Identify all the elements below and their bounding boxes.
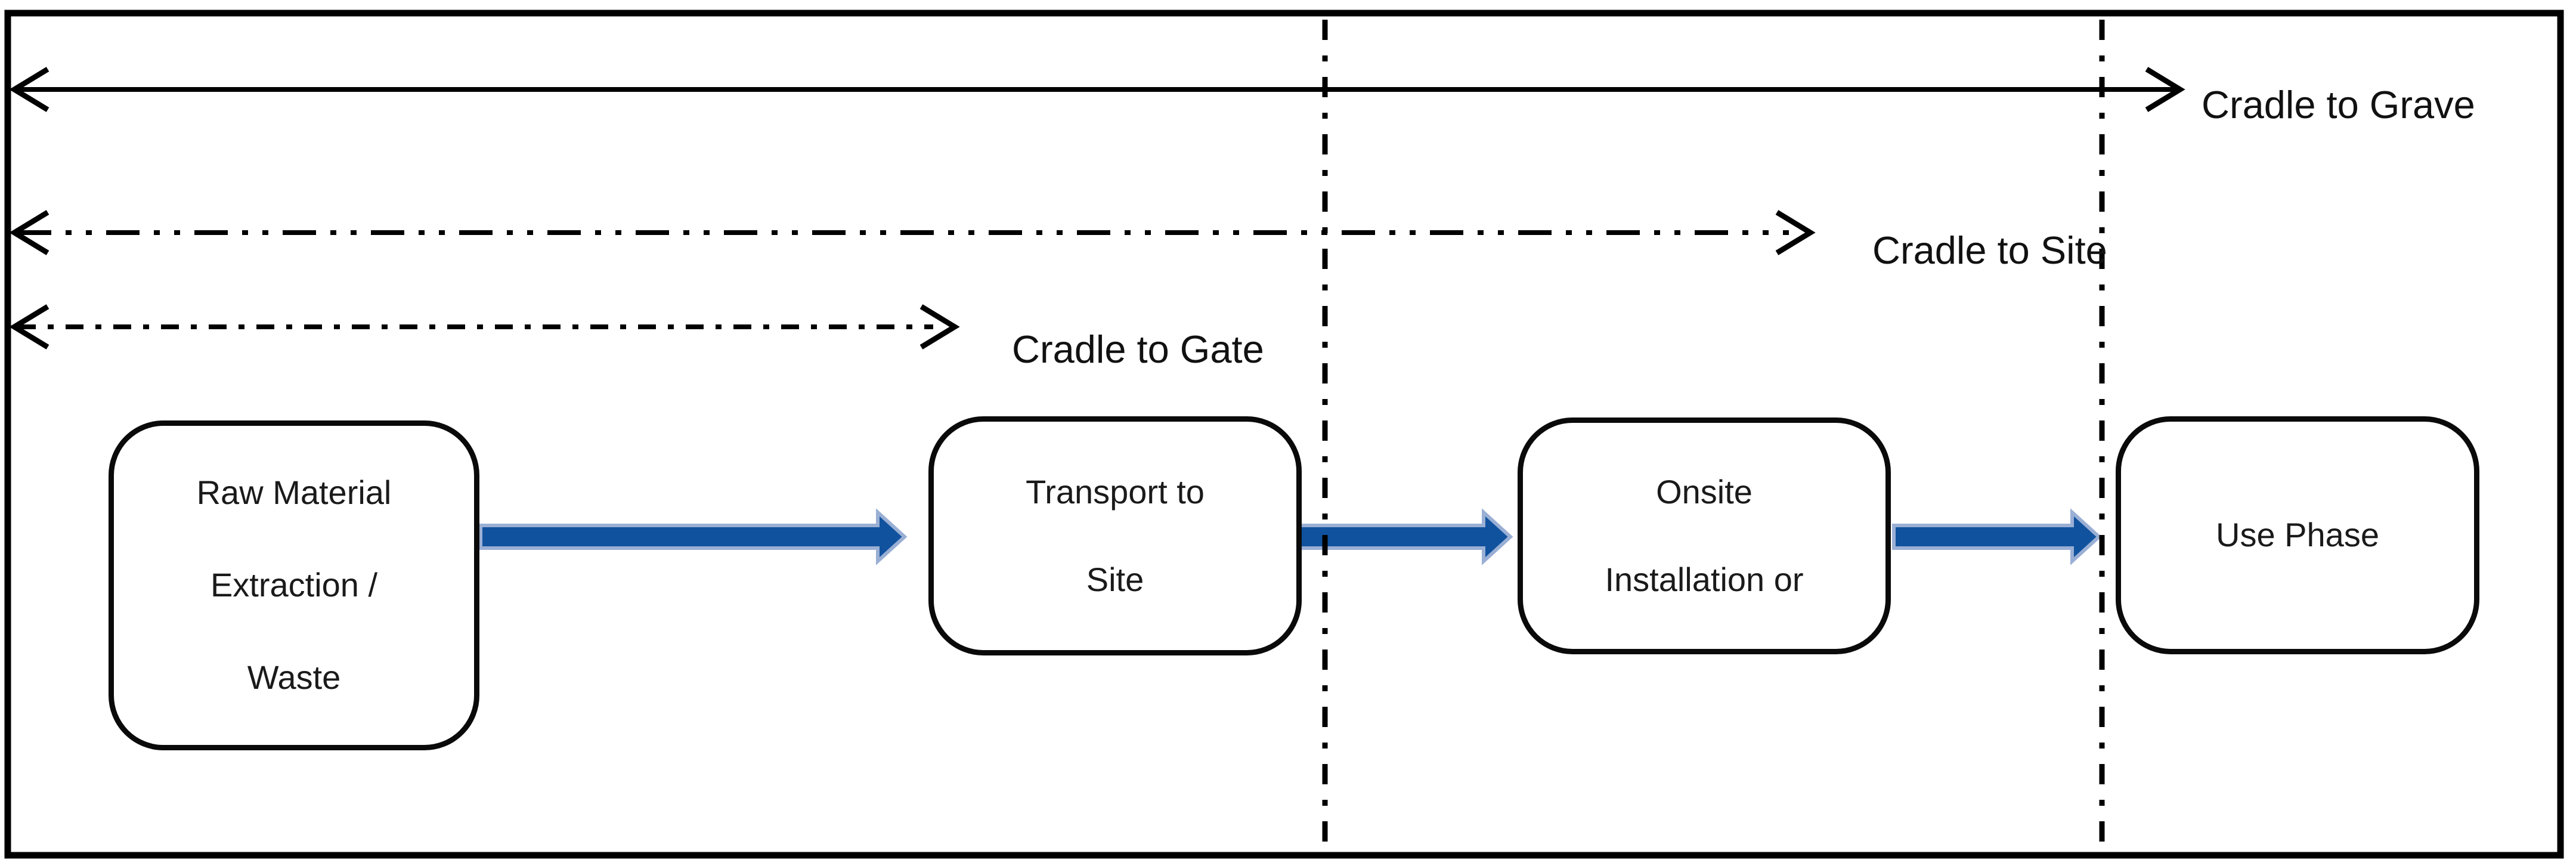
stage-box-raw-material-extraction-waste: Raw Material Extraction / Waste [109,420,479,750]
stage-box-line: Transport to [1026,472,1205,511]
flow-arrow-raw-to-transport [479,508,908,565]
outer-border [4,10,2564,859]
stage-box-line: Onsite [1656,472,1753,511]
flow-arrow-onsite-to-use [1892,508,2102,565]
right-arrowhead-icon [1775,210,1816,255]
stage-box-line: Use Phase [2216,516,2379,554]
left-arrowhead-icon [9,210,49,255]
stage-box-line: Extraction / [210,566,378,604]
left-arrowhead-icon [9,67,49,112]
stage-box-line: Raw Material [196,474,392,512]
stage-box-transport-to-site: Transport to Site [928,416,1302,655]
right-arrowhead-icon [919,304,960,350]
stage-box-line: Installation or [1605,560,1804,598]
cradle-to-gate-label: Cradle to Gate [1012,327,1264,371]
right-arrowhead-icon [2145,67,2185,112]
stage-box-onsite-installation: Onsite Installation or [1518,417,1891,654]
cradle-to-gate-span-arrow [9,304,960,350]
cradle-to-grave-label: Cradle to Grave [2202,83,2475,126]
left-arrowhead-icon [9,304,49,350]
stage-box-line: Site [1086,560,1144,598]
cradle-to-site-span-arrow [9,210,1816,255]
stage-box-use-phase: Use Phase [2116,416,2479,654]
stage-box-line: Waste [247,658,341,696]
cradle-to-grave-span-arrow [9,67,2185,112]
flow-arrow-transport-to-onsite [1286,508,1513,565]
cradle-to-site-label: Cradle to Site [1872,228,2107,272]
